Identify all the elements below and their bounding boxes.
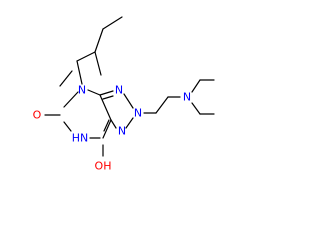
- bond-n-ethyl1: [191, 79, 201, 93]
- bond-n4-ch2: [76, 60, 83, 85]
- atom-oh: OH: [95, 160, 112, 173]
- bond-n3-n2: [123, 93, 134, 109]
- bond-ch-et: [94, 28, 104, 53]
- bond-c7-c7a-double: [103, 119, 110, 132]
- bond-c5-n6: [63, 121, 72, 132]
- bond-c3a-n3: [99, 90, 114, 96]
- bond-n4-c5-left: [63, 91, 79, 108]
- bond-n1-c7a: [110, 119, 117, 129]
- bond-ch2-ch: [76, 51, 96, 62]
- chemical-structure-diagram: N O HN N N N N OH: [33, 16, 215, 173]
- bonds: [44, 16, 215, 157]
- bond-ch-me: [94, 51, 102, 76]
- bond-n-ethyl2: [191, 102, 201, 115]
- atom-n4: N: [78, 84, 86, 97]
- atom-o: O: [33, 109, 42, 122]
- bond-ch2a-ch2b: [155, 96, 169, 114]
- bond-c7a-c3a: [99, 94, 112, 121]
- bond-c3a-n4: [87, 89, 101, 96]
- bond-n2-n1: [125, 117, 134, 129]
- bond-et: [102, 16, 123, 30]
- bond-c7-c7a: [102, 119, 112, 139]
- atom-labels: N O HN N N N N OH: [33, 84, 191, 173]
- atom-n1: N: [118, 125, 126, 138]
- bond-c3a-n3-double: [102, 95, 114, 100]
- atom-n2: N: [134, 107, 142, 120]
- atom-hn: HN: [72, 132, 89, 145]
- bond-n4-c5: [59, 70, 73, 87]
- atom-n3: N: [115, 84, 123, 97]
- atom-amine-n: N: [183, 91, 191, 104]
